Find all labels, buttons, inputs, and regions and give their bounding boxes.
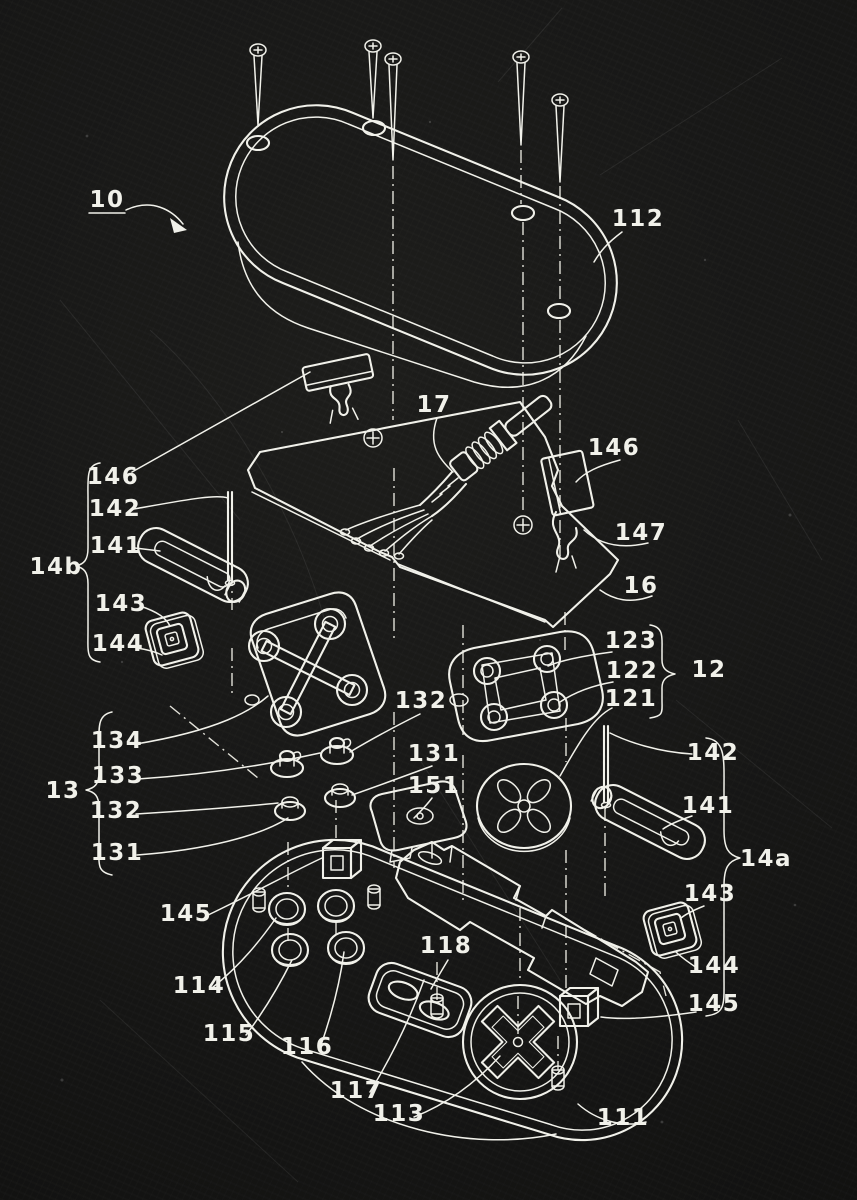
ref-label-16: 16 <box>623 573 658 599</box>
ref-label-143: 143 <box>684 881 737 907</box>
ref-label-147: 147 <box>615 520 668 546</box>
ref-label-117: 117 <box>330 1078 383 1104</box>
shoulder-pin-142-right <box>600 724 612 809</box>
ref-label-132: 132 <box>395 688 448 714</box>
shoulder-button-141-left <box>137 526 249 604</box>
direction-disc-121 <box>475 762 573 853</box>
ref-label-143: 143 <box>95 591 148 617</box>
side-button-143-144-left <box>144 611 205 669</box>
ref-label-12: 12 <box>691 657 726 683</box>
dust-specks <box>60 120 797 1124</box>
brace-14b <box>75 462 101 663</box>
dpad-opening-113 <box>461 983 579 1101</box>
top-shell-112 <box>223 104 618 389</box>
button-well <box>326 930 366 966</box>
ref-label-144: 144 <box>92 631 145 657</box>
select-start-recess-118 <box>367 961 473 1039</box>
ref-label-122: 122 <box>606 658 659 684</box>
ref-label-142: 142 <box>89 496 142 522</box>
ref-label-146: 146 <box>588 435 641 461</box>
arrowhead <box>170 218 187 233</box>
bottom-shell-111 <box>221 838 684 1142</box>
ref-label-13: 13 <box>45 778 80 804</box>
ref-label-131: 131 <box>91 840 144 866</box>
shoulder-pin-142-left <box>224 490 236 587</box>
cable-assembly-17 <box>339 394 553 560</box>
ref-label-112: 112 <box>612 206 665 232</box>
ref-label-142: 142 <box>687 740 740 766</box>
side-button-143-144-right <box>642 901 703 959</box>
retainer-clip-146-right <box>540 449 595 517</box>
alignment-guide-lines <box>169 150 667 1070</box>
clip-145-left <box>321 838 363 880</box>
ref-label-10: 10 <box>89 187 124 213</box>
spring-147 <box>551 510 578 573</box>
ref-label-151: 151 <box>408 773 461 799</box>
group-braces <box>75 462 741 1017</box>
button-well <box>267 891 307 927</box>
screws <box>245 39 572 320</box>
leader-lines <box>125 204 705 1125</box>
ref-label-118: 118 <box>420 933 473 959</box>
ref-label-116: 116 <box>281 1034 334 1060</box>
ref-label-146: 146 <box>87 464 140 490</box>
mid-frame-117 <box>394 840 650 1008</box>
screw-icon <box>546 93 572 320</box>
ref-label-133: 133 <box>92 763 145 789</box>
screw-icon <box>384 52 402 161</box>
brace-12 <box>649 624 676 719</box>
ref-label-132: 132 <box>90 798 143 824</box>
ref-label-17: 17 <box>416 392 451 418</box>
ref-label-141: 141 <box>682 793 735 819</box>
ref-label-145: 145 <box>688 991 741 1017</box>
ref-label-145: 145 <box>160 901 213 927</box>
ref-label-113: 113 <box>373 1101 426 1127</box>
ref-label-131: 131 <box>408 741 461 767</box>
brace-14a <box>705 737 741 1017</box>
brace-13 <box>85 711 113 876</box>
ref-label-141: 141 <box>90 533 143 559</box>
ref-label-134: 134 <box>91 728 144 754</box>
ref-label-14b: 14b <box>30 554 83 580</box>
button-well <box>316 888 356 924</box>
ref-label-111: 111 <box>597 1105 650 1131</box>
screw-icon <box>510 50 536 222</box>
background-scratches <box>59 7 833 1183</box>
ref-label-144: 144 <box>688 953 741 979</box>
contact-plate-122-123 <box>448 630 604 743</box>
ref-label-121: 121 <box>605 686 658 712</box>
button-contact-pad-134 <box>244 591 387 737</box>
ref-label-115: 115 <box>203 1021 256 1047</box>
shoulder-button-141-right <box>590 783 706 861</box>
ref-label-123: 123 <box>605 628 658 654</box>
switch-parts-131-132-133 <box>269 736 357 822</box>
ref-label-114: 114 <box>173 973 226 999</box>
ref-label-14a: 14a <box>740 846 792 872</box>
reference-labels: 101121714614214114b143144146147161231221… <box>30 187 792 1131</box>
button-well <box>270 932 310 968</box>
circuit-board-16 <box>246 400 620 629</box>
retainer-clip-146-left <box>301 353 375 424</box>
